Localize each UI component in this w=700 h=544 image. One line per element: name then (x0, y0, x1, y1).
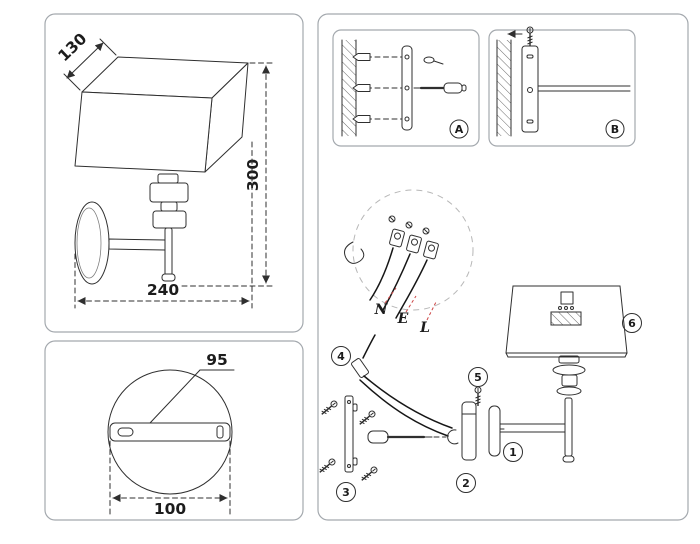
part-3-bracket: 3 (317, 395, 379, 502)
part-6-badge: 6 (622, 313, 642, 333)
mounting-hole (216, 425, 224, 439)
wire-leaders (384, 287, 437, 321)
dim-height-label: 300 (244, 159, 262, 192)
panel-top-view-border (44, 340, 304, 521)
part-1-badge: 1 (503, 442, 523, 462)
part-2-badge: 2 (456, 473, 476, 493)
part-6-label: 6 (628, 317, 636, 330)
step-a-badge: A (449, 119, 469, 139)
part-4-connector: 4 (331, 334, 453, 437)
clip-icon (447, 429, 459, 445)
wall-bracket-drawing (74, 173, 189, 285)
part-5-label: 5 (474, 371, 482, 384)
panel-top-view: 95 100 (44, 340, 304, 521)
dim-plate-diameter-label: 100 (154, 500, 187, 518)
panel-installation: A B (317, 13, 689, 521)
step-b-inset: B (488, 26, 636, 147)
part-3-label: 3 (342, 486, 350, 499)
dimension-height: 300 (181, 62, 275, 287)
part-3-badge: 3 (336, 482, 356, 502)
dimension-bracket-width: 95 (149, 351, 235, 424)
step-b-label: B (611, 123, 619, 136)
lamp-rod (564, 397, 573, 457)
wall-plate-side (74, 201, 110, 285)
wire-earth-label: E (397, 311, 409, 327)
terminal-block (388, 215, 439, 260)
lamp-arm-b (537, 85, 631, 92)
mounting-bar (109, 422, 231, 442)
part-5-badge: 5 (468, 367, 488, 387)
terminal-wires (369, 247, 428, 319)
dim-depth-label: 240 (147, 281, 180, 299)
panel-front-view: 130 300 240 (44, 13, 304, 333)
dim-bracket-width-label: 95 (206, 351, 228, 369)
step-b-badge: B (605, 119, 625, 139)
lamp-socket (550, 311, 582, 326)
part-2-cylinder: 2 (456, 401, 477, 493)
step-a-inset: A (332, 29, 480, 147)
lampshade-drawing (74, 56, 249, 173)
screwdriver-icon-a (413, 82, 467, 94)
lamp-wall-plate (488, 405, 501, 457)
wall-anchors (352, 53, 371, 123)
wall-hatch-a (342, 40, 356, 136)
assembled-lamp: 6 (488, 285, 642, 463)
lamp-arm (108, 238, 166, 251)
hanging-loop (344, 241, 365, 264)
dimension-depth: 240 (74, 141, 253, 309)
part-4-badge: 4 (331, 346, 351, 366)
wire-neutral-label: N (374, 302, 389, 318)
step-a-label: A (455, 123, 464, 136)
lamp-stem-stack (552, 355, 586, 396)
wall-hatch-b (497, 40, 511, 136)
part-1-label: 1 (509, 446, 517, 459)
wire-live-label: L (419, 320, 430, 336)
screwdriver-icon-main (367, 429, 459, 445)
mounting-bracket-a (401, 45, 413, 131)
mounting-slot (117, 427, 134, 437)
part-5-screw: 5 (468, 367, 488, 407)
wiring-detail: N E L (344, 189, 474, 336)
part-2-label: 2 (462, 477, 470, 490)
dimension-plate-diameter: 100 (109, 440, 231, 518)
eyelet-icon (423, 56, 444, 65)
lamp-shade-assembled (505, 285, 628, 358)
part-4-label: 4 (337, 350, 345, 363)
